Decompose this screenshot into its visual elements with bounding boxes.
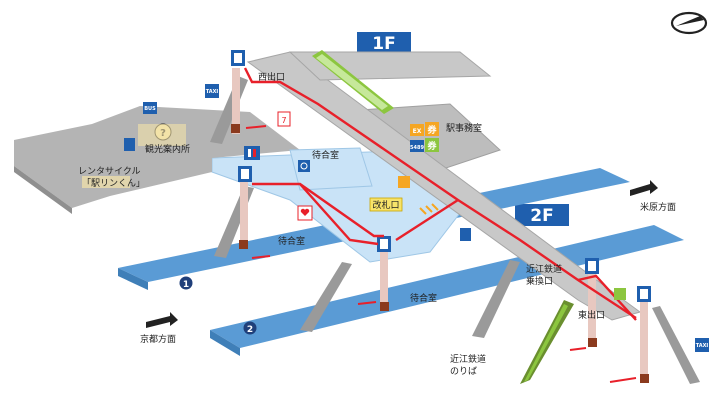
svg-text:7: 7 <box>281 116 286 125</box>
ex-ticket-machine-icon: EX <box>410 124 424 136</box>
elevator-icon <box>238 166 252 182</box>
platform-2 <box>210 225 684 348</box>
svg-text:EX: EX <box>413 128 422 135</box>
ohmi-platform-label-1: 近江鉄道 <box>450 353 486 365</box>
ticket-machine-icon: 券 <box>425 138 439 152</box>
svg-text:2F: 2F <box>530 206 553 226</box>
direction-arrow-kyoto <box>146 312 178 328</box>
rental-cycle-label-1: レンタサイクル <box>78 166 141 177</box>
floor-1f-label: 1F <box>357 32 411 54</box>
bus-icon: BUS <box>143 102 157 114</box>
ticket-machine-icon: 券 <box>425 122 439 136</box>
floor-2f-label: 2F <box>515 204 569 226</box>
ohmi-transfer-label-2: 乗換口 <box>526 275 553 287</box>
coin-locker-icon <box>460 228 471 241</box>
elevator-car-icon <box>231 124 240 133</box>
elevator-shaft-p1 <box>240 182 248 244</box>
platform-2-marker: 2 <box>243 321 257 335</box>
elevator-shaft-east-1 <box>588 274 596 344</box>
restroom-icon <box>244 146 260 160</box>
svg-text:1F: 1F <box>372 34 395 54</box>
gate-ticket-icon <box>398 176 410 188</box>
direction-arrow-maibara <box>630 180 658 196</box>
west-exit-label: 西出口 <box>258 71 285 83</box>
svg-text:券: 券 <box>426 124 437 136</box>
platform-2-side <box>210 330 240 356</box>
stairs-p2-west <box>300 262 352 332</box>
waiting-room-1f-block <box>289 147 373 191</box>
taxi-icon: TAXI <box>205 84 219 98</box>
escalator-ohmi <box>520 300 574 384</box>
info-counter <box>138 124 186 146</box>
svg-text:1: 1 <box>183 280 189 290</box>
ticket-gate-sign: 改札口 <box>369 197 403 212</box>
rental-cycle-sign <box>82 176 130 188</box>
elevator-shaft-west <box>232 68 240 134</box>
svg-text:改札口: 改札口 <box>372 199 399 211</box>
elevator-icon <box>231 50 245 66</box>
ohmi-transfer-label-1: 近江鉄道 <box>526 263 562 275</box>
elevator-car-icon <box>239 240 248 249</box>
kyoto-direction-label: 京都方面 <box>140 333 176 345</box>
stairs-east-exit <box>652 306 700 384</box>
route-arrows <box>245 125 637 383</box>
ticket-gate-marks <box>419 203 439 215</box>
elevator-shaft-p2 <box>380 250 388 306</box>
elevator-icon <box>585 258 599 274</box>
east-exit-label: 東出口 <box>578 309 605 321</box>
ohmi-transfer-gate-icon <box>614 288 626 300</box>
accessible-icon <box>298 160 310 172</box>
station-office-label: 駅事務室 <box>446 122 482 134</box>
barrier-free-route <box>243 67 637 321</box>
compass-icon <box>670 11 708 35</box>
svg-text:TAXI: TAXI <box>696 343 709 349</box>
waiting-room-1f-label: 待合室 <box>312 149 339 161</box>
coin-locker-icon <box>124 138 135 151</box>
escalator-north <box>312 50 394 114</box>
elevator-car-icon <box>380 302 389 311</box>
tourist-info-label: 観光案内所 <box>145 143 190 155</box>
suica-machine-icon: 5489 <box>410 140 424 152</box>
elevator-icon <box>637 286 651 302</box>
elevator-car-icon <box>588 338 597 347</box>
taxi-icon: TAXI <box>695 338 709 352</box>
west-plaza-front <box>14 166 72 214</box>
svg-text:券: 券 <box>426 140 437 152</box>
elevator-car-icon <box>640 374 649 383</box>
svg-text:2: 2 <box>247 325 253 335</box>
aed-icon <box>297 205 313 221</box>
platform-1-marker: 1 <box>179 276 193 290</box>
maibara-direction-label: 米原方面 <box>640 201 676 213</box>
stairs-p2-east <box>472 260 520 338</box>
elevator-shaft-east-2 <box>640 300 648 378</box>
ohmi-platform-label-2: のりば <box>450 366 477 377</box>
svg-text:5489: 5489 <box>410 145 424 151</box>
platform-1-side <box>118 268 148 290</box>
rental-cycle-label-2: 「駅リンくん」 <box>82 178 145 189</box>
kiosk-icon: 7 <box>277 111 291 127</box>
waiting-room-p1-label: 待合室 <box>278 235 305 247</box>
waiting-room-p2-label: 待合室 <box>410 292 437 304</box>
svg-text:TAXI: TAXI <box>206 89 219 95</box>
elevator-icon <box>377 236 391 252</box>
svg-text:BUS: BUS <box>144 106 156 112</box>
